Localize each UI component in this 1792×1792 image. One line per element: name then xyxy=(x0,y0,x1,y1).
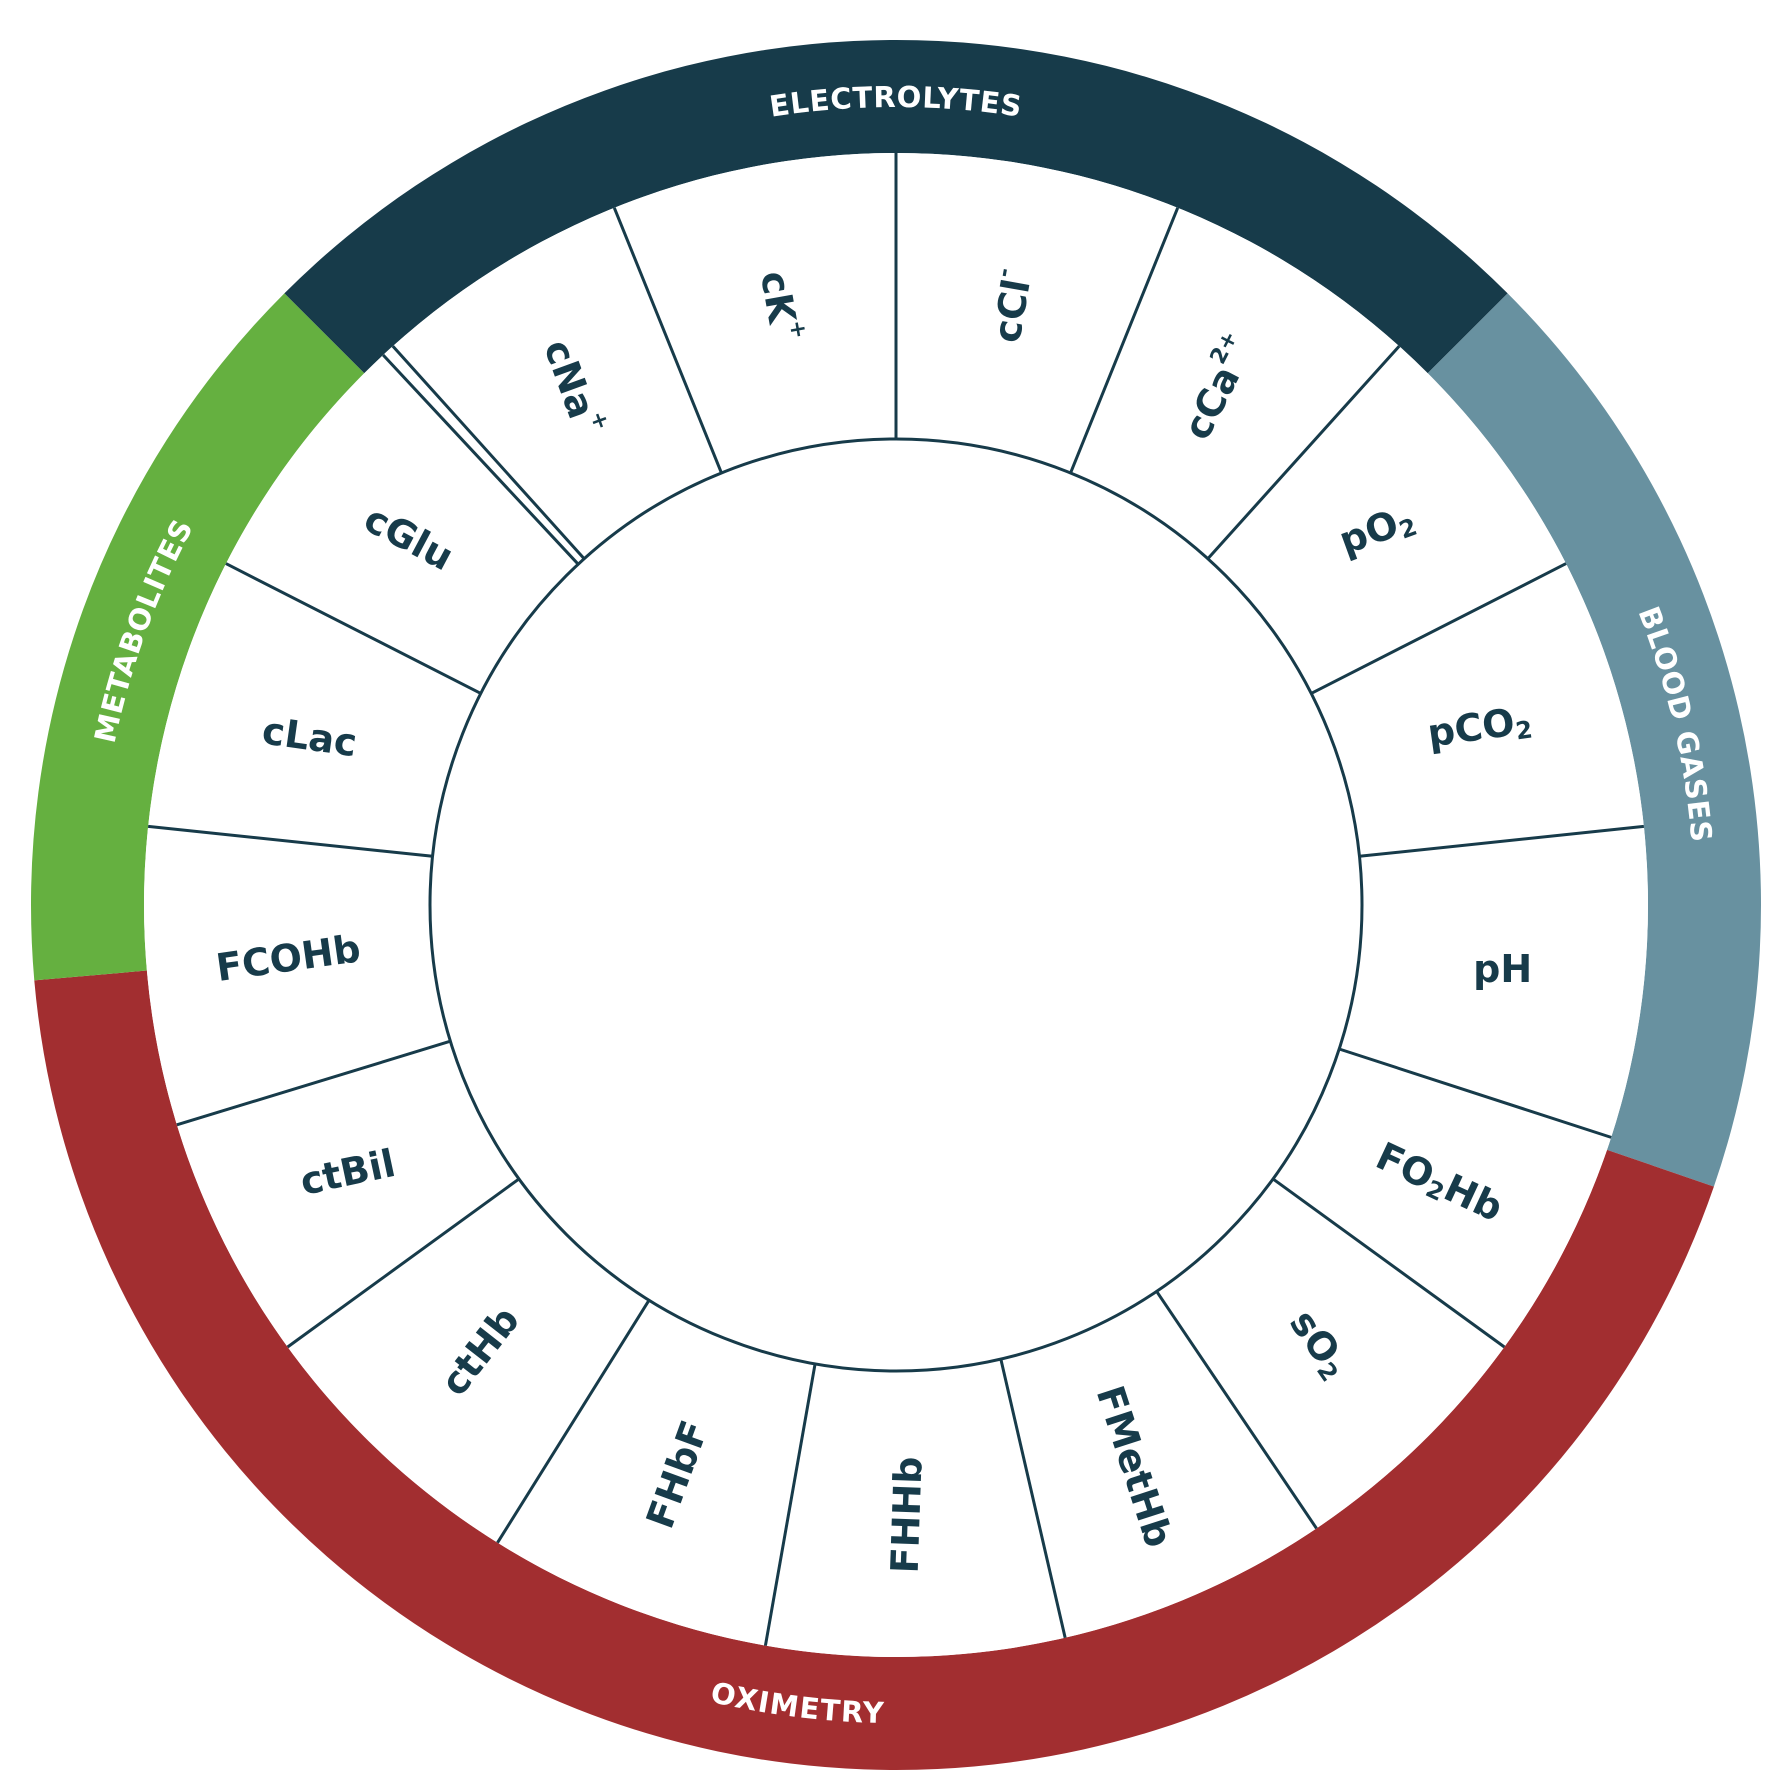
sector-divider xyxy=(225,562,482,695)
ring-segment-oximetry xyxy=(34,970,1714,1770)
param-label-ck: cK+ xyxy=(752,267,812,345)
param-label-pco2: pCO2 xyxy=(1425,698,1534,758)
sector-divider xyxy=(391,345,586,560)
sector-divider xyxy=(286,1177,520,1349)
ring-segment-metabolites xyxy=(30,293,365,981)
sector-divider xyxy=(496,1299,651,1544)
param-main: cK xyxy=(752,268,805,328)
sector-divider xyxy=(999,1358,1067,1639)
sector-divider xyxy=(1206,345,1401,560)
sector-dividers xyxy=(147,153,1645,1646)
sector-divider xyxy=(176,1039,451,1127)
sector-divider xyxy=(1155,1290,1318,1530)
sector-divider xyxy=(612,207,723,474)
param-main: pH xyxy=(1473,947,1532,991)
sector-divider xyxy=(1272,1177,1506,1349)
category-ring xyxy=(30,40,1761,1770)
sector-divider xyxy=(1359,824,1645,858)
ring-segment-blood-gases xyxy=(1427,293,1761,1187)
sector-divider xyxy=(147,824,433,858)
param-main: FHHb xyxy=(883,1456,931,1574)
param-superscript: + xyxy=(784,318,812,340)
param-main: cCl xyxy=(984,276,1038,346)
param-label-ph: pH xyxy=(1473,947,1532,991)
sector-divider xyxy=(1338,1047,1612,1139)
center-hub xyxy=(428,437,1364,1373)
sector-divider xyxy=(382,353,580,566)
ring-segment-electrolytes xyxy=(284,40,1508,374)
sector-divider xyxy=(1310,562,1567,695)
param-superscript: - xyxy=(991,266,1017,279)
sector-divider xyxy=(1069,207,1180,474)
sector-divider xyxy=(763,1363,817,1646)
param-label-ccl: cCl- xyxy=(980,266,1040,346)
param-subscript: 2 xyxy=(1514,715,1534,745)
param-label-fhhb: FHHb xyxy=(883,1456,931,1574)
